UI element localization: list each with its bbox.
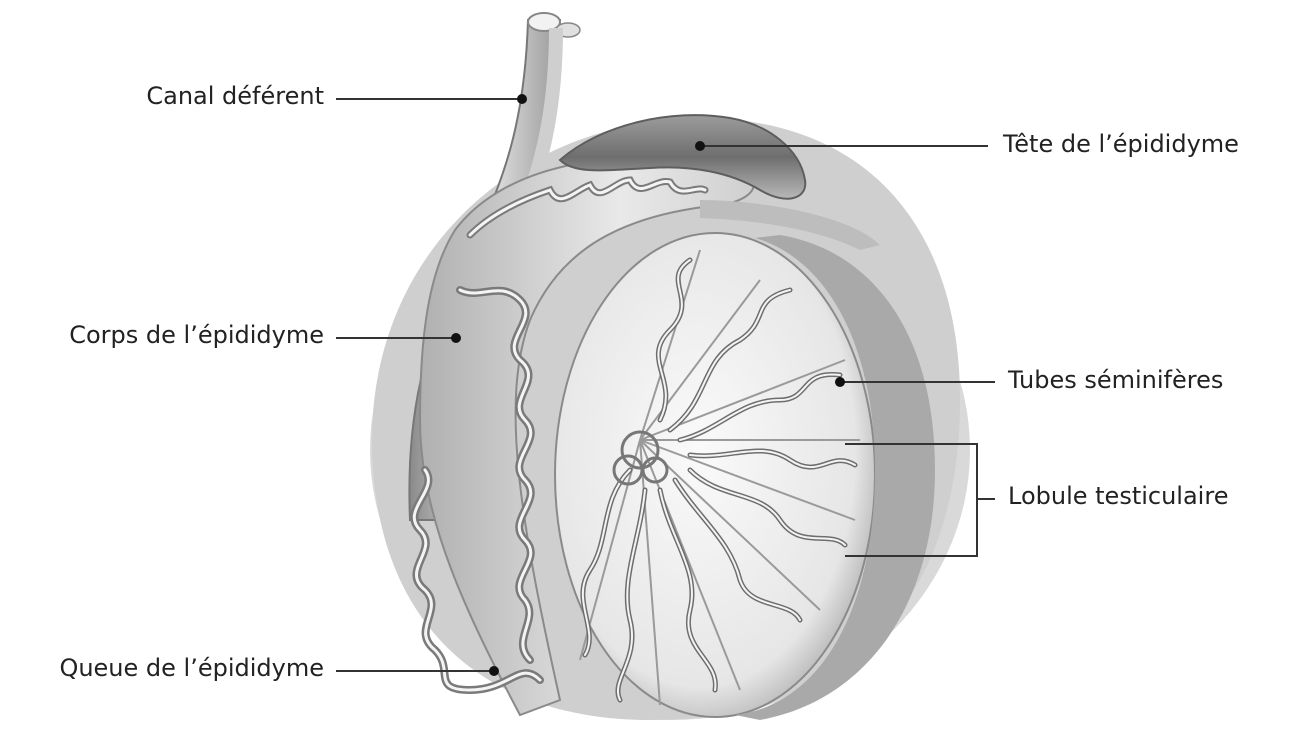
label-corps-epididyme: Corps de l’épididyme [69,323,324,347]
leader-dot-canal-deferent [517,94,527,104]
leader-dot-tete-epididyme [695,141,705,151]
label-lobule-testiculaire: Lobule testiculaire [1008,484,1228,508]
testis-section [555,233,935,720]
leader-dot-queue-epididyme [489,666,499,676]
label-canal-deferent: Canal déférent [146,84,324,108]
label-queue-epididyme: Queue de l’épididyme [59,656,324,680]
leader-dot-tubes-seminiferes [835,377,845,387]
leader-dot-corps-epididyme [451,333,461,343]
label-tete-epididyme: Tête de l’épididyme [1003,132,1239,156]
label-tubes-seminiferes: Tubes séminifères [1008,368,1223,392]
